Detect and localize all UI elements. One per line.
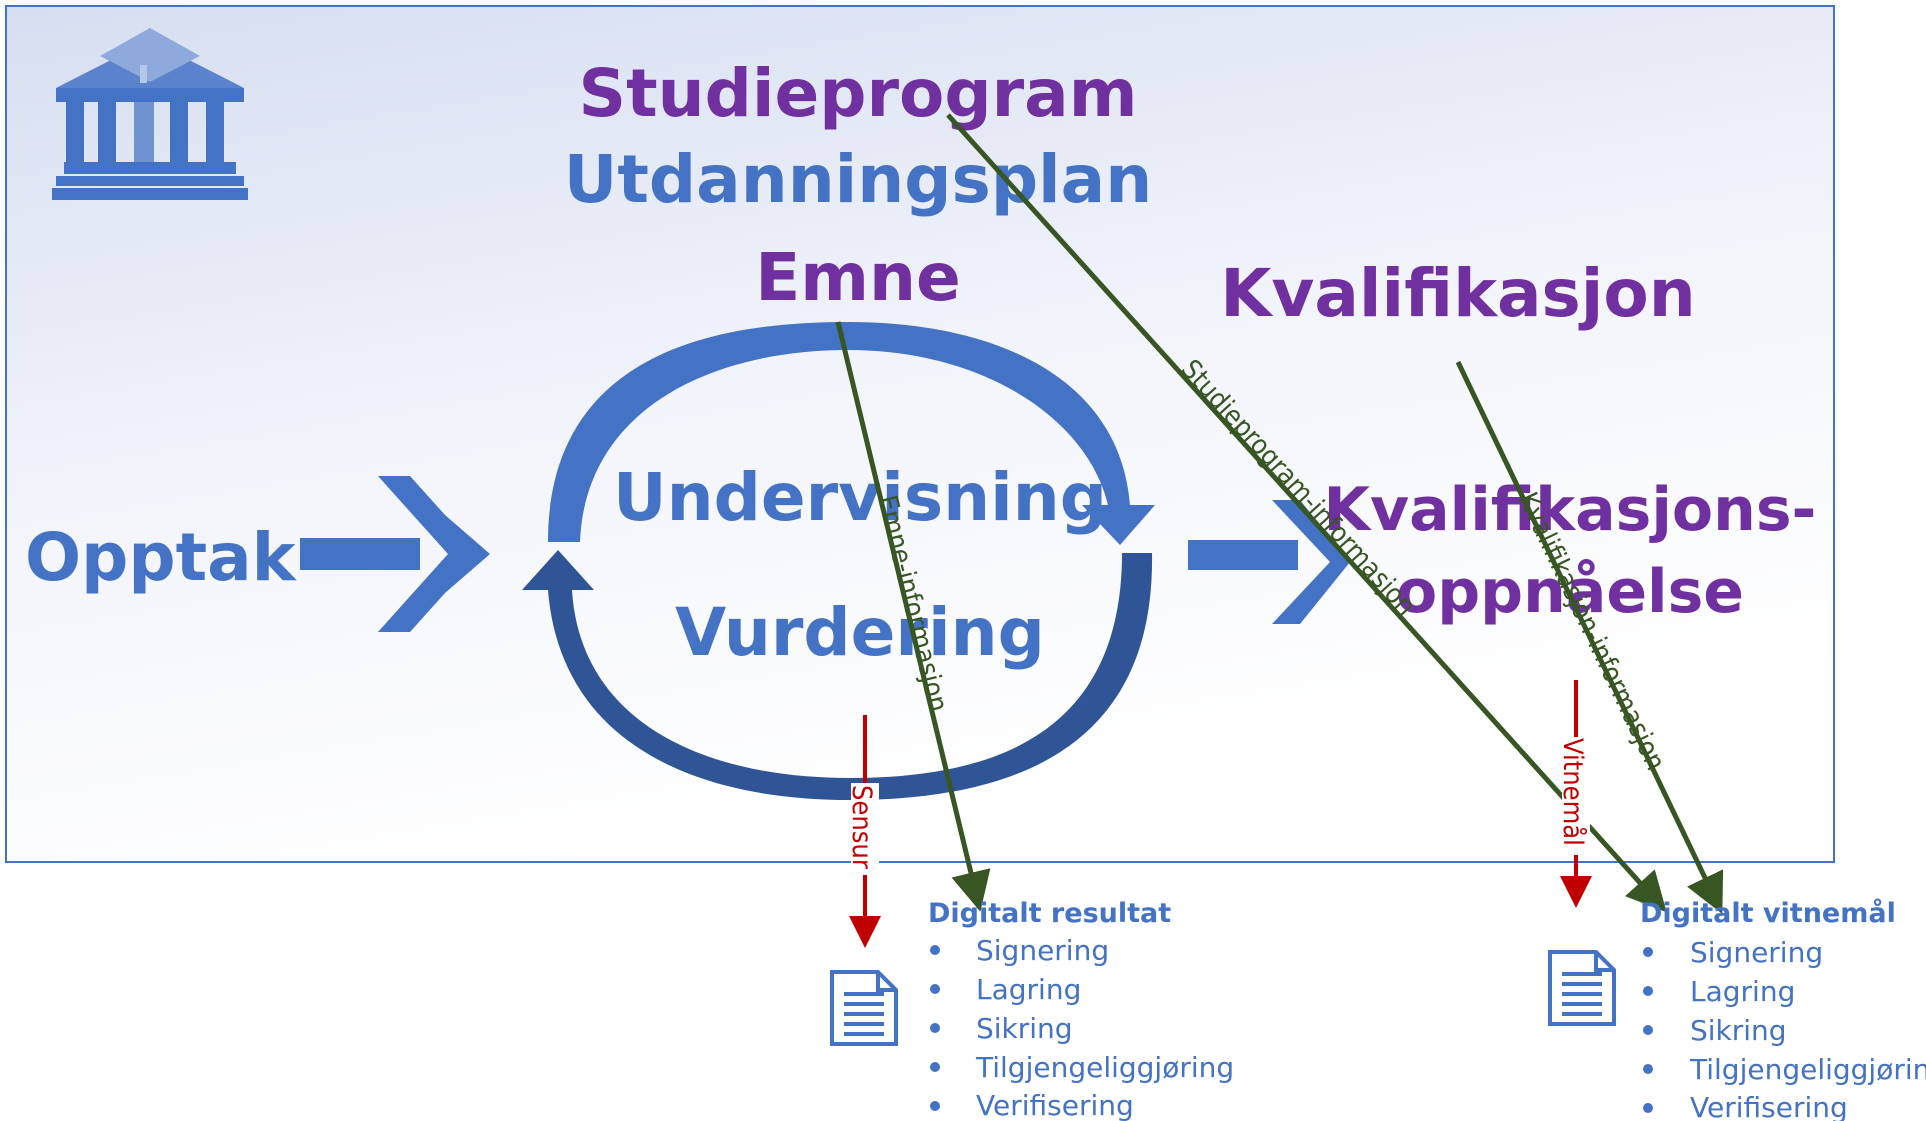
label-kvalifikasjonsoppnaelse-1: Kvalifikasjons-	[1324, 475, 1817, 545]
list-item: Signering	[1690, 936, 1823, 969]
list-item: Verifisering	[1690, 1091, 1848, 1121]
connector-emne-info	[835, 321, 991, 912]
document-icon	[830, 970, 898, 1046]
label-kvalifikasjon: Kvalifikasjon	[1220, 255, 1696, 332]
opptak-arrow	[300, 476, 490, 632]
list-item: Sikring	[1690, 1014, 1787, 1047]
connector-kvalifikasjon-info	[1455, 360, 1724, 915]
digitalt-resultat-list: Signering Lagring Sikring Tilgjengeliggj…	[930, 934, 1234, 1121]
label-utdanningsplan: Utdanningsplan	[564, 141, 1152, 218]
sensur-label-bg	[851, 783, 879, 875]
background-frame	[5, 5, 1835, 863]
list-item: Lagring	[1690, 975, 1795, 1008]
list-item: Verifisering	[976, 1089, 1134, 1121]
document-icon	[1548, 950, 1616, 1026]
list-item: Sikring	[976, 1012, 1073, 1045]
label-sensur: Sensur	[846, 785, 877, 869]
label-emne: Emne	[755, 239, 961, 316]
vitnemal-label-bg	[1562, 737, 1590, 855]
label-vitnemal: Vitnemål	[1557, 738, 1588, 846]
university-icon	[52, 28, 248, 200]
connector-studieprogram-info	[946, 113, 1667, 913]
cycle-arrows	[522, 322, 1155, 800]
digitalt-vitnemal-list: Signering Lagring Sikring Tilgjengeliggj…	[1643, 936, 1926, 1121]
label-undervisning: Undervisning	[613, 459, 1107, 536]
list-item: Signering	[976, 934, 1109, 967]
digitalt-resultat-title: Digitalt resultat	[928, 898, 1171, 929]
digitalt-vitnemal-title: Digitalt vitnemål	[1640, 897, 1896, 929]
list-item: Lagring	[976, 973, 1081, 1006]
list-item: Tilgjengeliggjøring	[975, 1051, 1234, 1084]
to-kvalifikasjon-arrow	[1188, 500, 1350, 624]
label-studieprogram: Studieprogram	[579, 55, 1138, 132]
label-vurdering: Vurdering	[675, 594, 1045, 671]
label-opptak: Opptak	[25, 519, 298, 596]
list-item: Tilgjengeliggjøring	[1689, 1053, 1926, 1086]
